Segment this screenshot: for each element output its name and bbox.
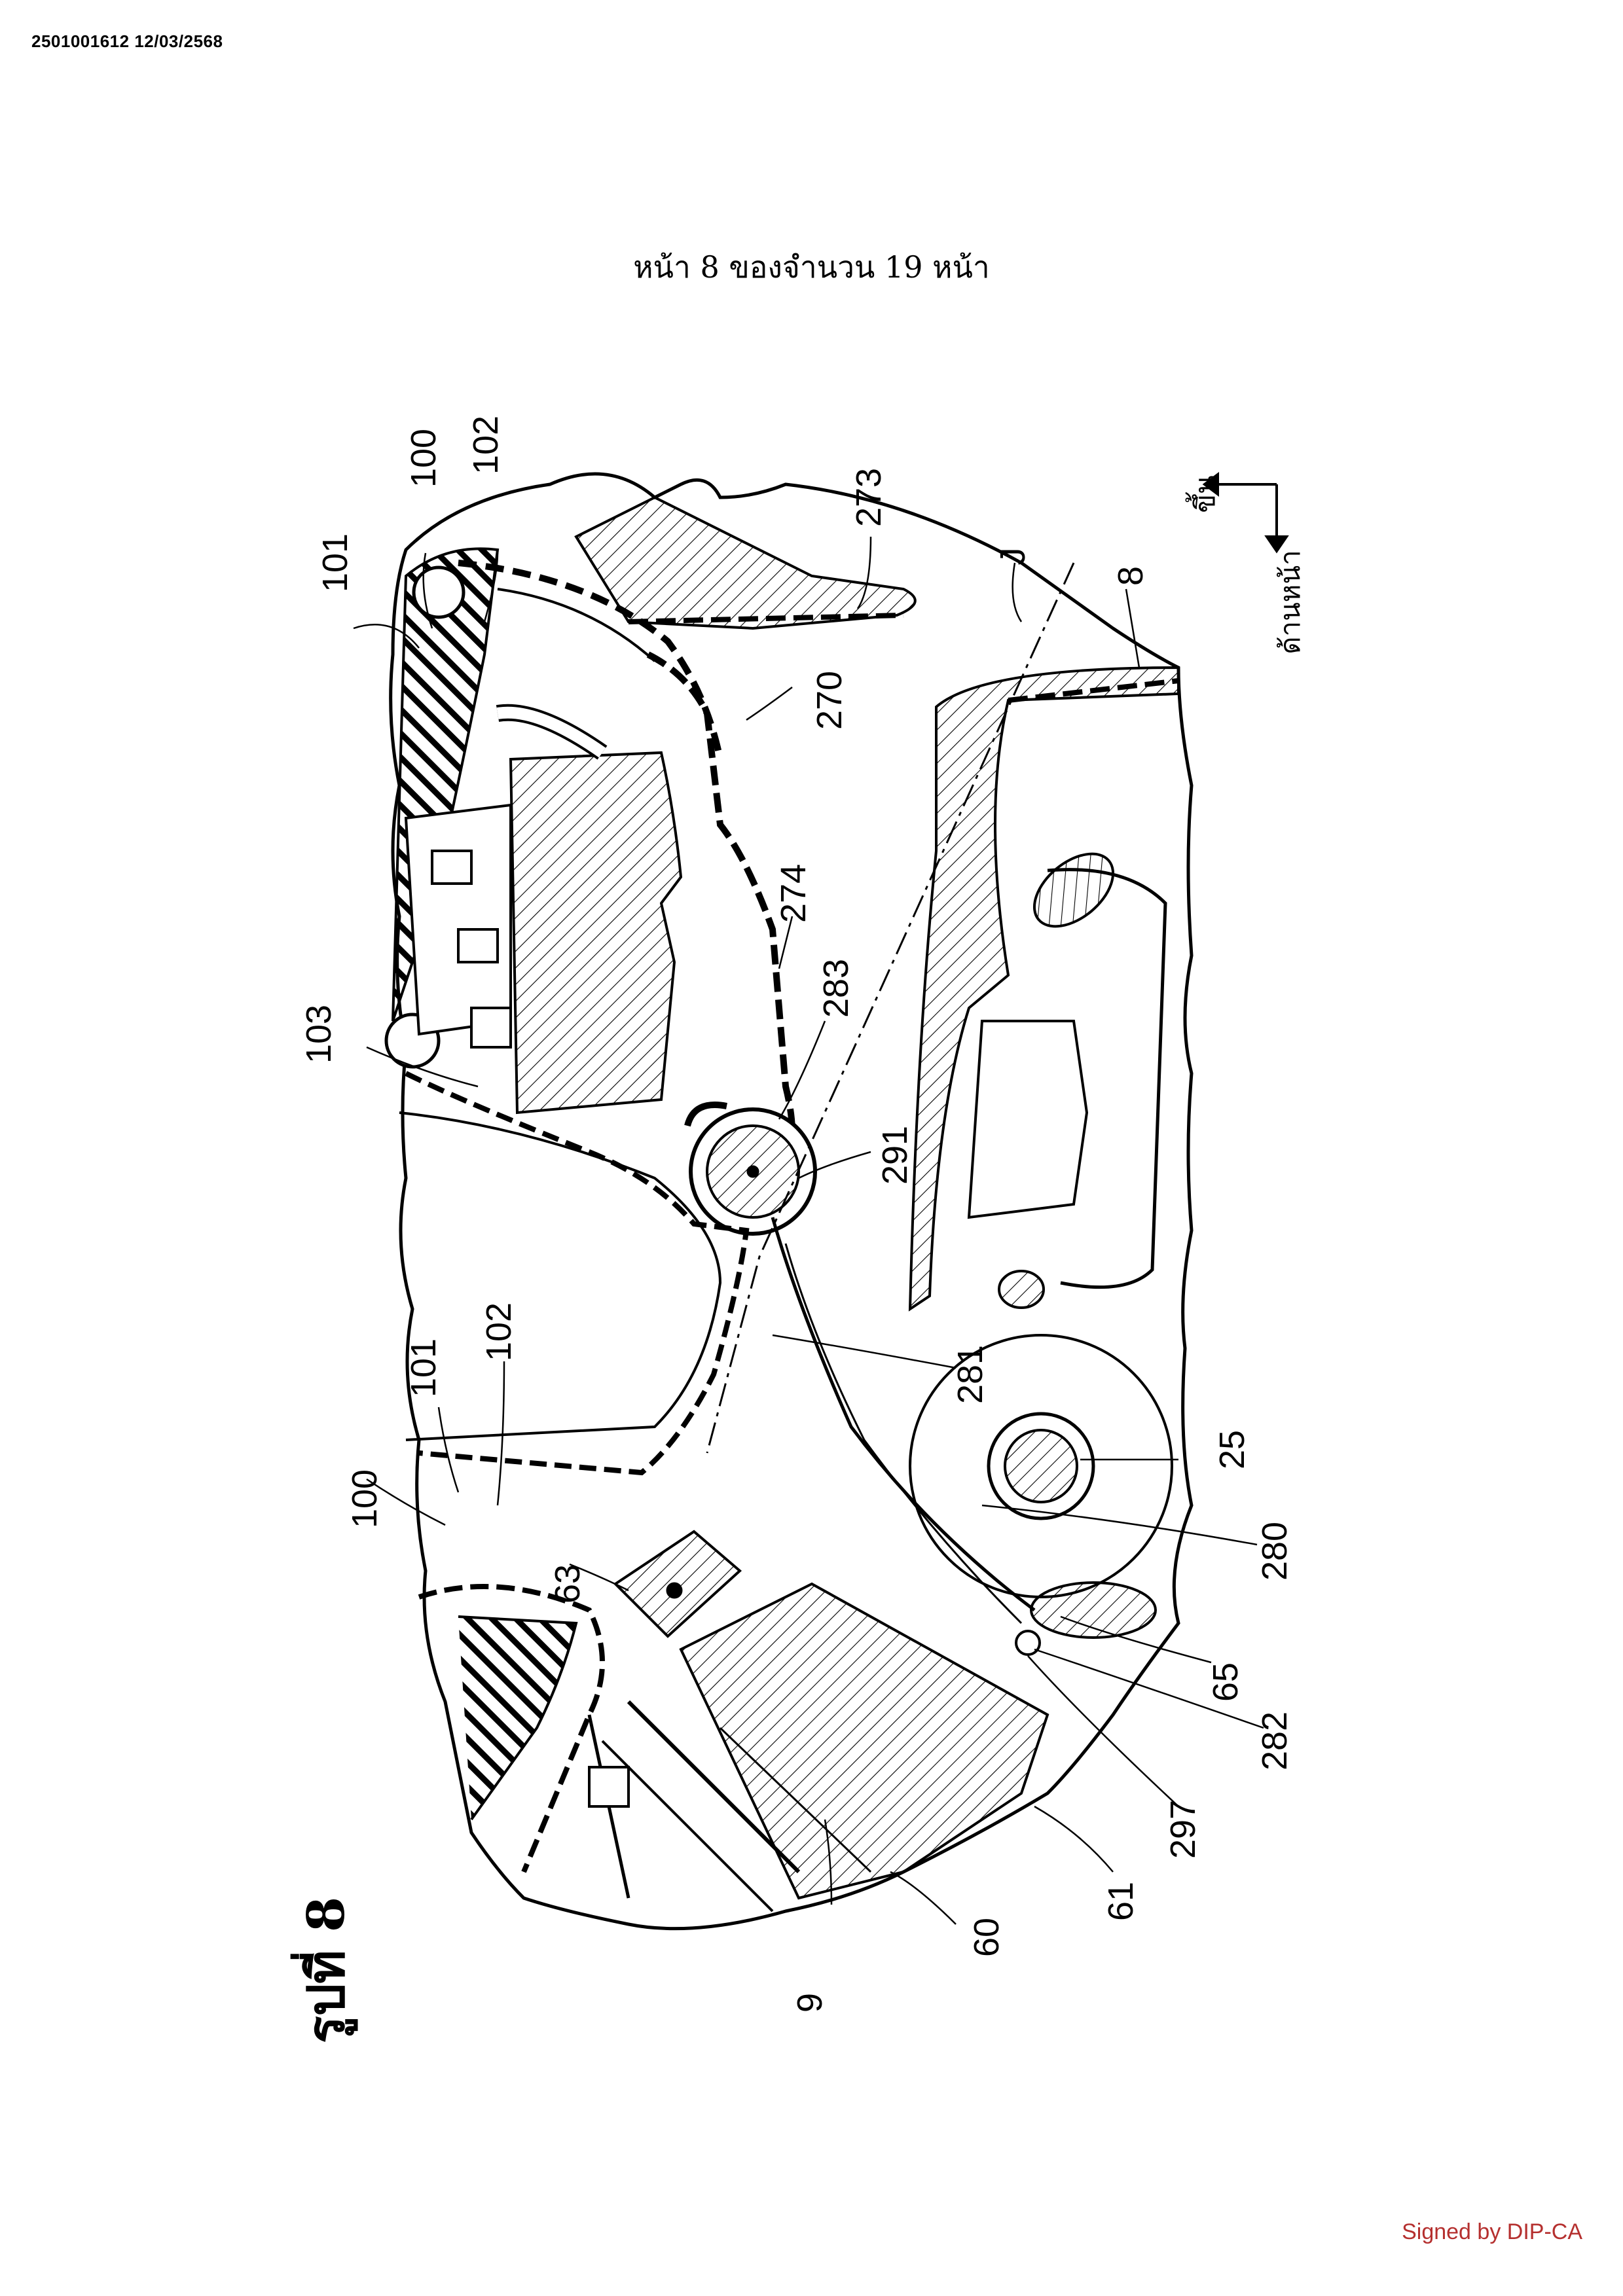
label-280: 280 xyxy=(1255,1522,1294,1581)
roller xyxy=(684,1102,817,1236)
middle-structure xyxy=(399,1071,1036,1624)
label-281: 281 xyxy=(951,1345,990,1404)
direction-front-label: ด้านหน้า xyxy=(1274,550,1306,655)
label-270: 270 xyxy=(810,671,849,730)
label-60: 60 xyxy=(967,1918,1006,1957)
cover-270 xyxy=(646,651,795,1167)
label-283: 283 xyxy=(816,959,856,1018)
reference-line-J xyxy=(706,562,1075,1454)
up-arrow-icon xyxy=(1202,472,1219,497)
label-65: 65 xyxy=(1206,1662,1245,1702)
callouts: 100 102 101 273 J 8 270 274 103 283 291 … xyxy=(299,416,1294,2013)
label-297: 297 xyxy=(1163,1800,1203,1859)
leader-lines xyxy=(353,536,1264,1925)
label-102-top: 102 xyxy=(466,416,505,475)
page-number-header: หน้า 8 ของจำนวน 19 หน้า xyxy=(633,249,990,285)
label-63: 63 xyxy=(548,1564,587,1604)
label-101-top: 101 xyxy=(316,533,355,592)
label-9: 9 xyxy=(790,1993,830,2013)
label-101-bottom: 101 xyxy=(404,1338,443,1397)
label-100-top: 100 xyxy=(404,429,443,488)
label-291: 291 xyxy=(875,1126,915,1185)
label-103: 103 xyxy=(299,1005,338,1064)
front-arrow-icon xyxy=(1264,535,1289,554)
document-id: 2501001612 12/03/2568 xyxy=(31,31,223,51)
label-102-bottom: 102 xyxy=(479,1302,519,1361)
upper-block xyxy=(404,704,683,1115)
label-274: 274 xyxy=(774,864,813,923)
lower-structure xyxy=(418,1530,1049,1912)
arm-273 xyxy=(574,495,917,630)
direction-arrows xyxy=(1202,472,1289,554)
frame-8 xyxy=(908,666,1180,1312)
label-8: 8 xyxy=(1111,566,1150,586)
label-61: 61 xyxy=(1101,1882,1140,1921)
figure-title: รูปที่ 8 xyxy=(290,1897,358,2043)
label-25: 25 xyxy=(1213,1430,1252,1469)
label-282: 282 xyxy=(1255,1712,1294,1770)
pivot-25 xyxy=(909,1334,1173,1639)
label-273: 273 xyxy=(849,468,888,527)
direction-up-label: ขึ้น xyxy=(1185,475,1221,512)
drawing-outline xyxy=(389,472,1194,1931)
label-J: J xyxy=(993,548,1032,565)
digital-signature: Signed by DIP-CA xyxy=(1402,2219,1582,2244)
label-100-bottom: 100 xyxy=(345,1469,384,1528)
